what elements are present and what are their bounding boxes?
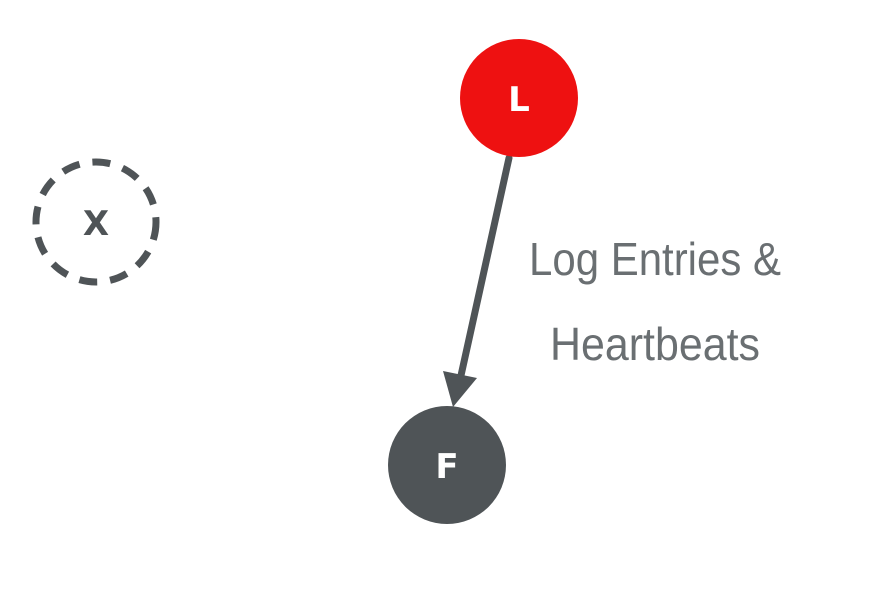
- replication-edge: [443, 154, 513, 407]
- edge-line: [456, 154, 513, 384]
- failed-node: X: [32, 158, 160, 286]
- edge-label-line-1: Log Entries &: [529, 233, 781, 285]
- follower-node-circle: [388, 406, 506, 524]
- edge-label: Log Entries & Heartbeats: [529, 233, 781, 370]
- follower-node-label: F: [435, 447, 458, 487]
- follower-node: F: [388, 406, 506, 524]
- leader-node-label: L: [508, 80, 530, 120]
- leader-node-circle: [460, 39, 578, 157]
- leader-node: L: [460, 39, 578, 157]
- failed-node-circle: [32, 158, 160, 286]
- failed-node-label: X: [83, 204, 109, 244]
- arrowhead-icon: [443, 371, 477, 407]
- edge-label-line-2: Heartbeats: [550, 318, 760, 370]
